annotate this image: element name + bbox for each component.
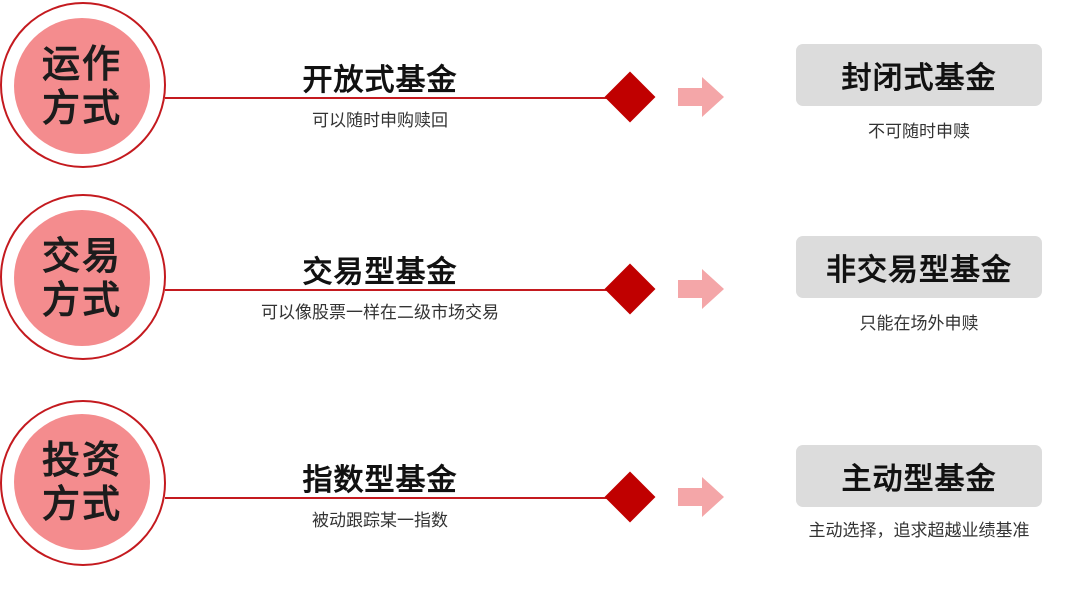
arrow-right-icon xyxy=(678,477,724,517)
category-badge: 运作 方式 xyxy=(14,18,150,154)
fund-type-description: 可以随时申购赎回 xyxy=(312,111,448,131)
diamond-icon xyxy=(604,471,656,523)
contrast-fund-title: 主动型基金 xyxy=(841,462,997,497)
category-badge: 交易 方式 xyxy=(14,210,150,346)
fund-type-title: 交易型基金 xyxy=(302,255,458,290)
diamond-icon xyxy=(604,263,656,315)
contrast-fund-box: 非交易型基金 xyxy=(796,236,1042,298)
connector-line xyxy=(165,289,615,291)
arrow-right-icon xyxy=(678,269,724,309)
category-label-line1: 投资 xyxy=(41,438,122,482)
category-label-line2: 方式 xyxy=(41,278,122,322)
fund-type-title: 指数型基金 xyxy=(302,463,458,498)
fund-type-description: 被动跟踪某一指数 xyxy=(312,511,448,531)
diamond-icon xyxy=(604,71,656,123)
category-badge: 投资 方式 xyxy=(14,414,150,550)
category-label: 运作 方式 xyxy=(42,42,122,130)
contrast-fund-description: 只能在场外申赎 xyxy=(859,314,979,334)
contrast-fund-box: 封闭式基金 xyxy=(796,44,1042,106)
arrow-right-icon xyxy=(678,77,724,117)
contrast-fund-description: 不可随时申赎 xyxy=(868,122,970,142)
fund-type-title: 开放式基金 xyxy=(302,63,458,98)
classification-row-trading: 交易 方式 交易型基金 可以像股票一样在二级市场交易 非交易型基金 只能在场外申… xyxy=(0,192,1080,382)
category-label-line2: 方式 xyxy=(41,86,122,130)
classification-row-investment: 投资 方式 指数型基金 被动跟踪某一指数 主动型基金 主动选择，追求超越业绩基准 xyxy=(0,400,1080,590)
connector-line xyxy=(165,497,615,499)
contrast-fund-box: 主动型基金 xyxy=(796,445,1042,507)
contrast-fund-title: 封闭式基金 xyxy=(841,61,997,96)
category-label-line1: 交易 xyxy=(41,234,122,278)
category-label: 交易 方式 xyxy=(42,234,122,322)
classification-row-operation: 运作 方式 开放式基金 可以随时申购赎回 封闭式基金 不可随时申赎 xyxy=(0,0,1080,190)
fund-type-description: 可以像股票一样在二级市场交易 xyxy=(261,303,499,323)
contrast-fund-description: 主动选择，追求超越业绩基准 xyxy=(808,521,1030,541)
connector-line xyxy=(165,97,615,99)
contrast-fund-title: 非交易型基金 xyxy=(826,253,1012,288)
category-label-line1: 运作 xyxy=(41,42,122,86)
category-label-line2: 方式 xyxy=(41,482,122,526)
category-label: 投资 方式 xyxy=(42,438,122,526)
